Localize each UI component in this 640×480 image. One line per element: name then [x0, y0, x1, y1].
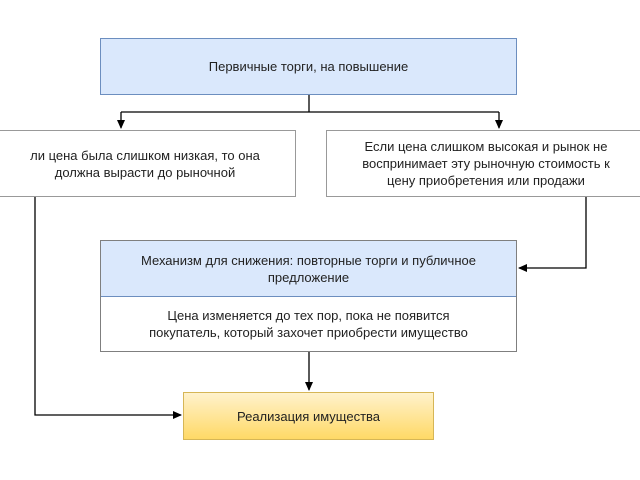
- node-reduction-mechanism-title: Механизм для снижения: повторные торги и…: [141, 252, 476, 285]
- arrow-left-to-bottom: [34, 197, 182, 419]
- node-property-sale: Реализация имущества: [183, 392, 434, 440]
- node-reduction-mechanism-body: Цена изменяется до тех пор, пока не появ…: [101, 297, 516, 351]
- node-reduction-mechanism-header: Механизм для снижения: повторные торги и…: [101, 241, 516, 297]
- node-price-too-low-label: ли цена была слишком низкая, то она долж…: [30, 147, 260, 180]
- node-primary-auction-label: Первичные торги, на повышение: [208, 59, 409, 74]
- arrow-right-to-mechanism: [518, 197, 587, 272]
- node-price-too-high-label: Если цена слишком высокая и рынок не вос…: [362, 139, 610, 188]
- node-property-sale-label: Реализация имущества: [236, 408, 381, 424]
- node-reduction-mechanism-text: Цена изменяется до тех пор, пока не появ…: [149, 308, 468, 340]
- node-price-too-low: ли цена была слишком низкая, то она долж…: [0, 130, 296, 197]
- node-reduction-mechanism: Механизм для снижения: повторные торги и…: [100, 240, 517, 352]
- node-price-too-high: Если цена слишком высокая и рынок не вос…: [326, 130, 640, 197]
- node-primary-auction: Первичные торги, на повышение: [100, 38, 517, 95]
